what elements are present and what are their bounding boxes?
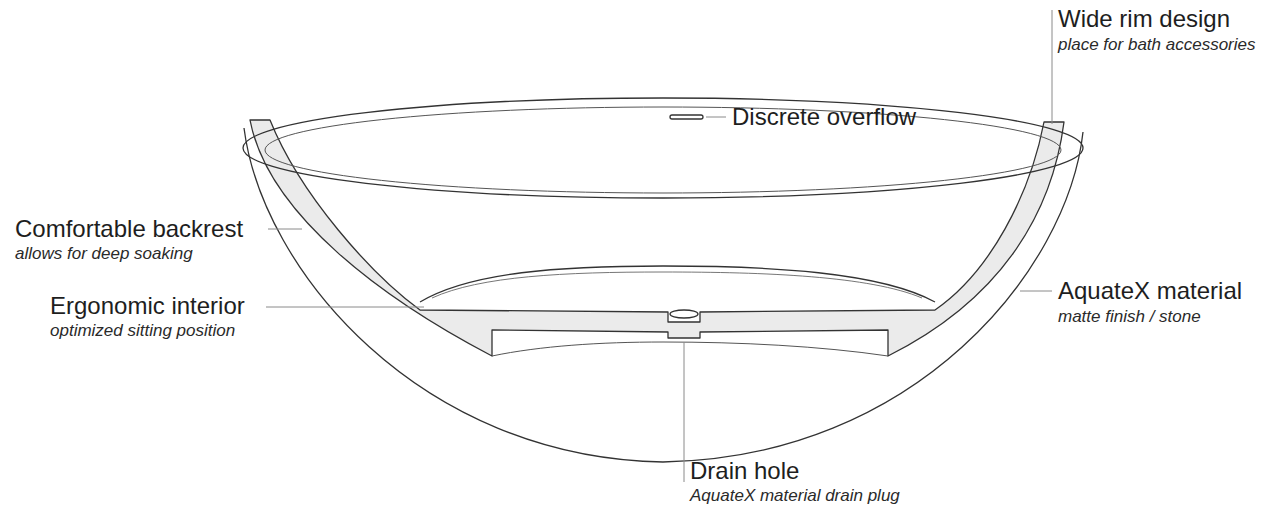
callout-title: Ergonomic interior bbox=[50, 292, 245, 320]
leader-line bbox=[268, 229, 302, 230]
callout-title: Discrete overflow bbox=[732, 103, 916, 131]
interior-floor-edge bbox=[432, 272, 922, 298]
leader-line bbox=[266, 307, 424, 308]
wall-section bbox=[250, 120, 1064, 356]
rim-inner bbox=[265, 107, 1061, 193]
leader-lines bbox=[266, 10, 1052, 482]
callout-title: Wide rim design bbox=[1058, 5, 1230, 33]
callout-note: optimized sitting position bbox=[50, 321, 235, 341]
rim-outer bbox=[243, 98, 1083, 198]
leader-line bbox=[684, 342, 685, 482]
lower-arc bbox=[492, 342, 888, 356]
interior-floor bbox=[420, 266, 935, 302]
callout-note: AquateX material drain plug bbox=[690, 486, 900, 506]
callout-title: Drain hole bbox=[690, 457, 799, 485]
leader-line bbox=[706, 117, 726, 118]
callout-title: AquateX material bbox=[1058, 277, 1242, 305]
leader-line bbox=[1020, 291, 1052, 292]
drain-plug bbox=[670, 310, 698, 318]
callout-title: Comfortable backrest bbox=[15, 215, 243, 243]
callout-note: allows for deep soaking bbox=[15, 244, 193, 264]
callout-note: place for bath accessories bbox=[1058, 35, 1256, 55]
leader-line bbox=[1052, 10, 1053, 124]
overflow-slot bbox=[670, 115, 703, 119]
callout-note: matte finish / stone bbox=[1058, 307, 1201, 327]
